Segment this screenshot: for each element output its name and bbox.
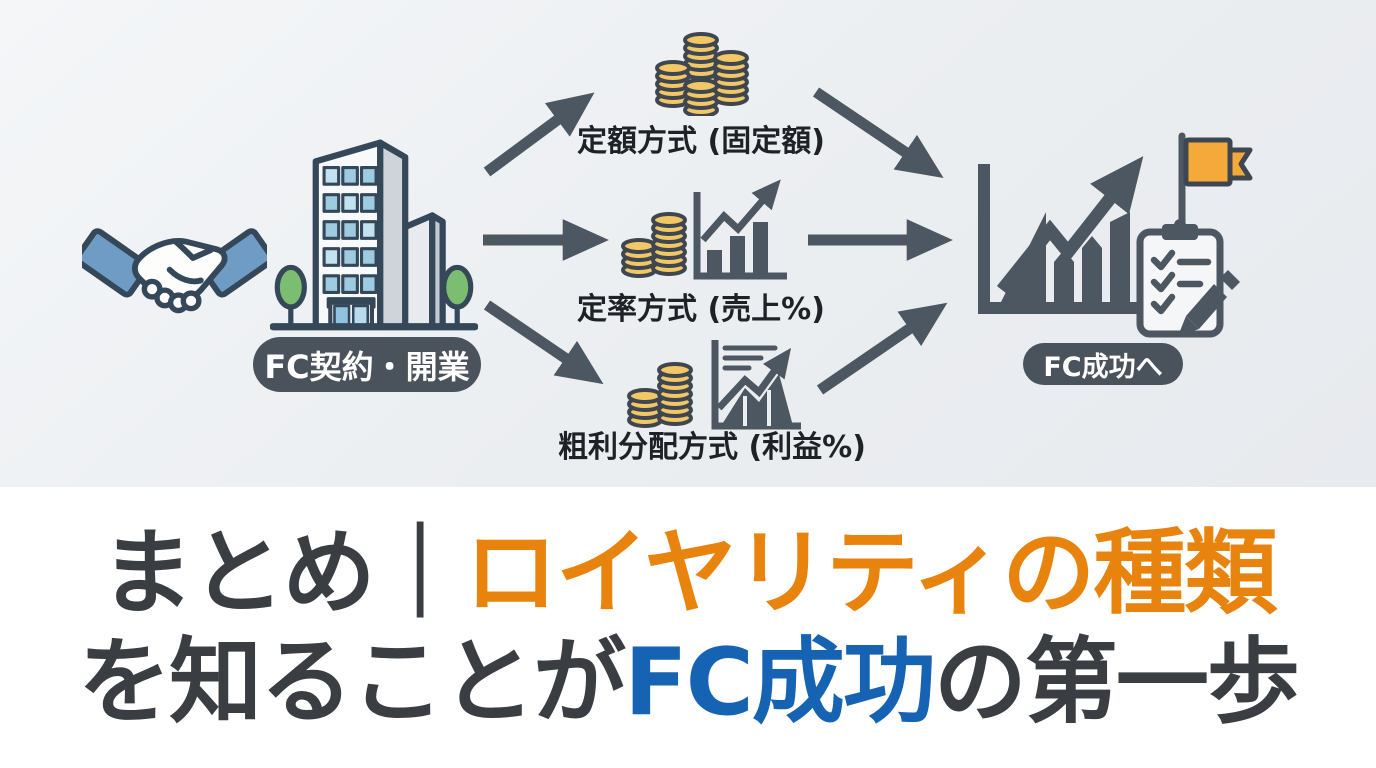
end-pill-label: FC成功へ	[1043, 351, 1163, 383]
office-building-icon	[270, 139, 478, 331]
checklist-clipboard-icon	[1136, 219, 1240, 338]
handshake-icon	[82, 228, 267, 314]
start-pill-label: FC契約・開業	[264, 347, 470, 386]
flow-diagram: FC契約・開業 定額方式 (固定額) 定率方式 (売上%)	[0, 0, 1376, 487]
branch-label-profit: 粗利分配方式 (利益%)	[558, 430, 866, 465]
coins-report-chart-icon	[627, 340, 801, 430]
headline-line-1: まとめ｜ロイヤリティの種類	[100, 518, 1278, 628]
arrow-profit-to-success	[816, 302, 948, 395]
headline-first-step-text: の第一歩	[933, 627, 1300, 736]
end-pill: FC成功へ	[1023, 343, 1183, 385]
headline-line-2: を知ることがFC成功の第一歩	[78, 627, 1300, 737]
branch-label-fixed: 定額方式 (固定額)	[577, 124, 825, 159]
coin-stacks-icon	[655, 32, 749, 116]
goal-flag-icon	[1178, 132, 1253, 226]
headline-fc-success-text: FC成功	[624, 627, 936, 736]
start-pill: FC契約・開業	[253, 337, 481, 392]
headline-knowing-text: を知ることが	[78, 627, 626, 736]
headline-block: まとめ｜ロイヤリティの種類 を知ることがFC成功の第一歩	[0, 487, 1376, 768]
growth-chart-icon	[978, 156, 1144, 314]
pencil-icon	[1178, 270, 1240, 336]
headline-summary-text: まとめ｜	[100, 518, 467, 627]
branch-label-rate: 定率方式 (売上%)	[577, 292, 825, 327]
headline-royalty-types-text: ロイヤリティの種類	[464, 518, 1278, 627]
coins-bar-chart-icon	[621, 179, 787, 280]
